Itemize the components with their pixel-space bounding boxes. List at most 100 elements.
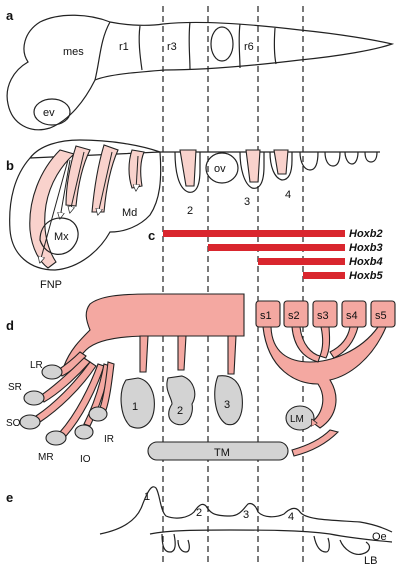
hoxb2-expression-bar: [163, 230, 345, 237]
panel-c: c Hoxb2 Hoxb3 Hoxb4 Hoxb5: [148, 228, 384, 282]
arch-3-stream: [245, 149, 261, 183]
md-label: Md: [122, 207, 137, 219]
panel-a: a mes ev r1 r3 r6: [6, 8, 395, 131]
pharyngeal-arch-4-b: [269, 151, 293, 181]
eom-stream-sr: [39, 357, 91, 403]
arch-3-label-d: 3: [224, 399, 230, 411]
panel-b: b ov Mx Md FNP 2 3 4: [6, 139, 380, 291]
ov-label: ov: [214, 163, 226, 175]
embryo-head-outline: [6, 14, 395, 131]
panel-b-label: b: [6, 158, 14, 173]
laryngeal-muscle-lm: [285, 405, 315, 431]
pharynx-floor: [149, 529, 393, 543]
eye-vesicle: [33, 98, 71, 126]
arch-2-stream-d: [177, 335, 187, 371]
neural-crest-stream-md2: [128, 149, 145, 189]
oe-label: Oe: [372, 531, 387, 543]
arch-4-stream: [273, 149, 289, 175]
somites: s1 s2 s3 s4 s5: [255, 300, 396, 328]
rhombomere-boundary: [238, 23, 241, 69]
otic-vesicle-a: [210, 26, 234, 62]
arch-1-muscle: [120, 377, 155, 429]
mr-label: MR: [38, 452, 54, 463]
panel-d-label: d: [6, 318, 14, 333]
stream-arrow: [70, 151, 85, 212]
somite-stream: [319, 326, 331, 359]
arch-2-label: 2: [187, 205, 193, 217]
pharyngeal-arch-5-b: [299, 151, 319, 171]
somite-s1-label: s1: [260, 310, 272, 322]
stream-arrow: [40, 159, 69, 262]
muscle-ir: [88, 406, 108, 422]
rhombomere-guide-lines: [162, 6, 304, 566]
r1-label: r1: [119, 41, 129, 53]
hoxb5-label: Hoxb5: [349, 270, 384, 282]
lb-label: LB: [364, 555, 377, 567]
hoxb2-label: Hoxb2: [349, 228, 383, 240]
arch-3-label: 3: [244, 196, 250, 208]
panel-d: d s1 s2 s3 s4 s5 LM TM: [6, 293, 396, 465]
pharyngeal-arch-2-b: [174, 151, 201, 193]
head-outline-b: [9, 139, 380, 271]
r3-label: r3: [167, 41, 177, 53]
mx-label: Mx: [54, 231, 69, 243]
muscle-io: [74, 424, 94, 440]
somite-stream: [291, 326, 321, 363]
panel-c-label: c: [148, 228, 155, 243]
tongue-muscle-tm: [147, 441, 289, 461]
muscle-mr: [45, 430, 67, 446]
arch-2-label-d: 2: [177, 405, 183, 417]
lm-label: LM: [290, 414, 304, 425]
stream-arrow: [60, 159, 71, 218]
panel-e: e 1 2 3 4 Oe LB: [6, 486, 393, 567]
r6-label: r6: [244, 41, 254, 53]
mesencephalon-outline: [94, 21, 111, 81]
neural-crest-stream-frontonasal: [29, 149, 76, 269]
pharyngeal-arch-3-b: [239, 151, 265, 189]
pharyngeal-pouch: [161, 533, 176, 553]
pharyngeal-pouch: [177, 539, 190, 553]
hypoglossal-cord: [262, 326, 387, 429]
arch-2-stream: [179, 149, 197, 187]
stomodeum-outline: [39, 217, 79, 255]
stream-arrow: [98, 151, 113, 214]
hoxb5-expression-bar: [303, 272, 345, 279]
somite-s5-label: s5: [375, 310, 387, 322]
arch-1-stream: [139, 335, 149, 373]
tm-label: TM: [214, 447, 230, 459]
panel-e-label: e: [6, 490, 13, 505]
stream-arrow: [136, 155, 138, 190]
lm-arrow: [312, 420, 314, 424]
panel-a-label: a: [6, 8, 14, 23]
somite-s2-label: s2: [288, 310, 300, 322]
hoxb4-expression-bar: [258, 258, 345, 265]
posterior-arch: [324, 151, 341, 167]
pharynx-outline: [99, 486, 393, 535]
arch-2-label-e: 2: [196, 507, 202, 519]
arch-1-label-e: 1: [144, 491, 150, 503]
posterior-arch: [364, 151, 378, 163]
ir-label: IR: [104, 434, 114, 445]
muscle-sr: [23, 390, 45, 406]
somite-stream: [329, 326, 359, 359]
tongue-muscle-stream: [291, 429, 340, 457]
arch-3-muscle: [214, 375, 243, 426]
sr-label: SR: [8, 382, 22, 393]
neural-crest-stream-mandibular: [91, 144, 119, 213]
rhombomere-boundary: [273, 27, 277, 65]
pharyngeal-pouch: [313, 535, 330, 553]
rhombomere-boundary: [188, 21, 191, 71]
ev-label: ev: [43, 107, 55, 119]
hoxb3-expression-bar: [208, 244, 345, 251]
rhombomere-boundary: [138, 25, 143, 71]
arch-2-muscle: [166, 375, 196, 426]
paraxial-mesoderm-block: [63, 293, 245, 371]
arch-3-label-e: 3: [243, 509, 249, 521]
hoxb3-label: Hoxb3: [349, 242, 383, 254]
fnp-label: FNP: [40, 279, 62, 291]
arch-3-stream-d: [227, 335, 237, 375]
mes-label: mes: [63, 46, 84, 58]
otic-vesicle-b: [205, 152, 239, 184]
posterior-arch: [344, 151, 359, 165]
